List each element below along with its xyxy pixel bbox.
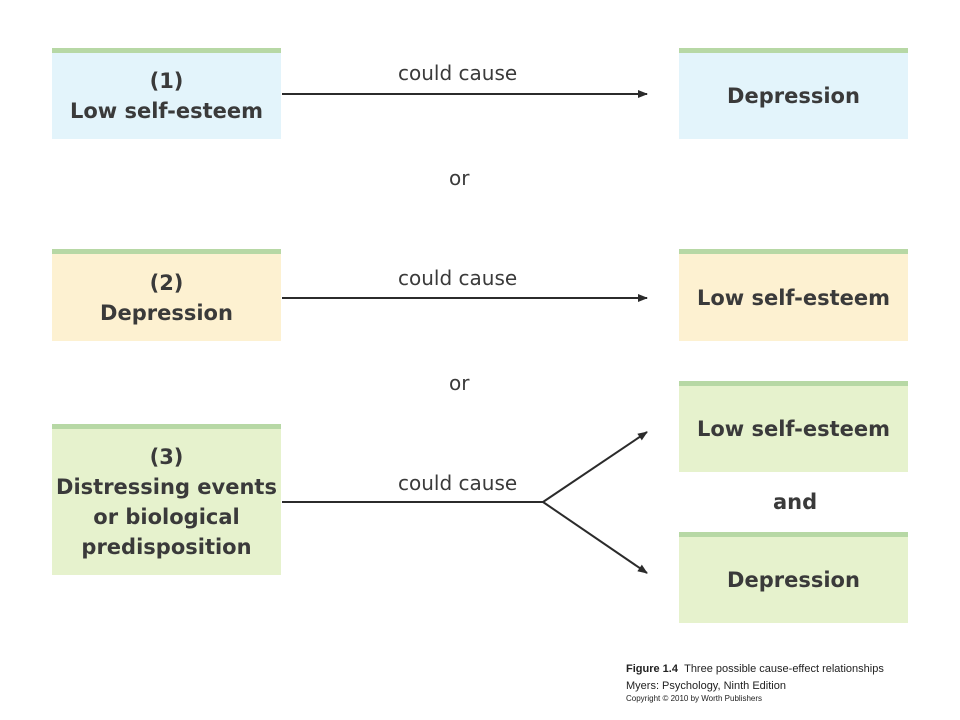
cause-text-1: Low self-esteem [69, 99, 264, 123]
effect-text-2: Low self-esteem [696, 285, 891, 310]
cause-box-2: (2) Depression [52, 249, 281, 341]
effect-text-3-top: Low self-esteem [696, 417, 891, 441]
figure-label: Figure 1.4 [626, 663, 678, 675]
or-separator-1: or [449, 166, 470, 190]
effect-box-3-bottom: Depression [679, 532, 908, 623]
cause-box-1: (1) Low self-esteem [52, 48, 281, 139]
figure-title: Three possible cause-effect relationship… [684, 663, 884, 675]
cause-line-3a: Distressing events [56, 475, 277, 499]
figure-caption: Figure 1.4 Three possible cause-effect r… [626, 662, 884, 704]
could-cause-label-1: could cause [398, 61, 518, 85]
cause-number-3: (3) [149, 445, 184, 469]
caption-copyright: Copyright © 2010 by Worth Publishers [626, 694, 763, 703]
caption-book: Myers: Psychology, Ninth Edition [626, 680, 786, 692]
arrow-3-down [542, 501, 648, 574]
effect-text-1: Depression [727, 84, 860, 108]
cause-text-2: Depression [100, 300, 233, 325]
effect-box-2: Low self-esteem [679, 249, 908, 341]
arrow-3-up [542, 431, 648, 503]
cause-line-3c: predisposition [81, 535, 252, 559]
effect-text-3-bottom: Depression [727, 568, 860, 592]
cause-number-2: (2) [149, 270, 184, 295]
and-conjunction: and [773, 490, 818, 514]
cause-line-3b: or biological [93, 505, 240, 529]
or-separator-2: or [449, 371, 470, 395]
could-cause-label-3: could cause [398, 471, 518, 495]
caption-line-1: Figure 1.4 Three possible cause-effect r… [626, 662, 884, 676]
effect-box-3-top: Low self-esteem [679, 381, 908, 472]
could-cause-label-2: could cause [398, 266, 518, 290]
cause-number-1: (1) [149, 69, 184, 93]
effect-box-1: Depression [679, 48, 908, 139]
cause-box-3: (3) Distressing events or biological pre… [52, 424, 281, 575]
